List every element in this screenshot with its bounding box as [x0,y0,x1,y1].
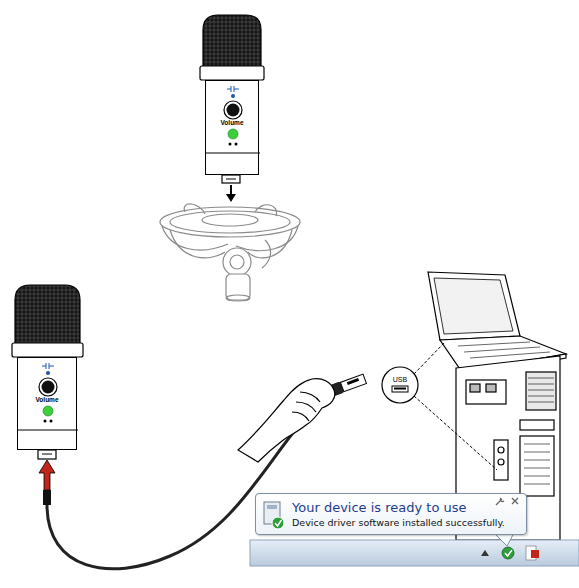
leader-line [414,342,497,470]
notification-title: Your device is ready to use [256,499,526,516]
check-badge [272,517,284,529]
volume-knob [224,101,242,119]
volume-knob-center [227,104,240,117]
control-label: Volume [206,119,258,126]
microphone-body: Volume [205,80,259,175]
notification-message: Device driver software installed success… [256,517,526,529]
mic-controls [206,81,260,176]
mute-symbol [42,363,54,369]
close-icon [512,498,518,504]
microphone-bottom [12,285,83,459]
control-label: Volume [18,396,76,403]
callout-circle [381,366,419,404]
usb-callout: USB [381,366,419,404]
port-label: USB [381,376,419,384]
volume-knob [39,378,57,396]
hand [238,379,335,462]
callout-outline [382,367,418,403]
power-led [228,129,238,139]
usb-port-symbol [392,386,408,392]
body-seam [18,430,78,431]
shock-mount [160,204,300,301]
headphone-glyph [235,143,238,146]
up-arrow [39,460,55,490]
notification-balloon: Your device is ready to useDevice driver… [255,493,527,535]
down-arrow [226,185,236,202]
body-seam [206,153,260,154]
options-icon [496,498,504,505]
status-led [231,94,235,98]
usb-port-symbol [394,388,406,390]
device-icon [267,505,277,509]
taskbar [250,540,579,566]
power-led [43,406,53,416]
volume-knob-center [42,381,55,394]
headphone-glyph [229,143,232,146]
headphone-glyph [44,420,47,423]
mic-controls [18,358,78,451]
microphone-body: Volume [17,357,77,450]
headphone-glyph [50,420,53,423]
microphone-top [200,15,264,183]
mute-symbol [227,86,239,92]
status-led [46,371,50,375]
check-mark [275,520,282,526]
